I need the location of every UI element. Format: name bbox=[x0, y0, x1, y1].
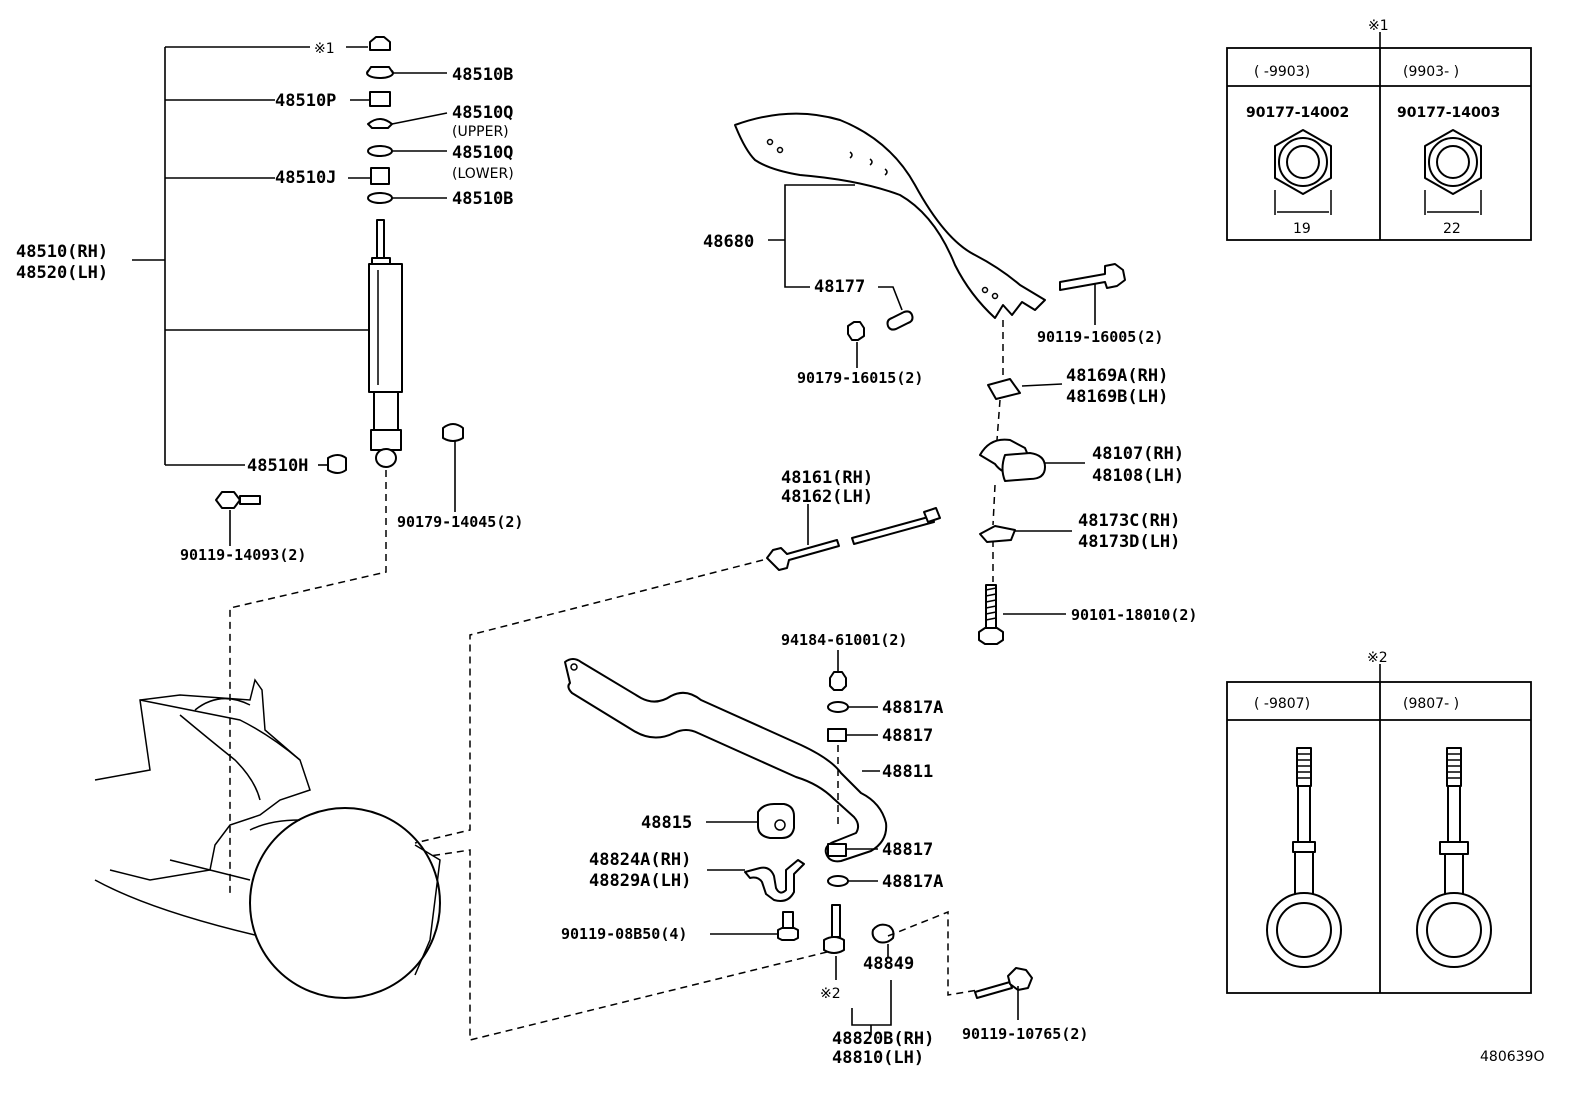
label-48510-rh: 48510(RH) bbox=[16, 242, 108, 262]
shock-absorber-group bbox=[132, 36, 464, 895]
note-1-marker: ※1 bbox=[314, 41, 335, 57]
table1-col2-range: (9903- ) bbox=[1403, 64, 1459, 80]
stabilizer-group bbox=[429, 650, 1033, 1041]
table1-col1-size: 19 bbox=[1293, 221, 1311, 237]
diagram-id: 480639O bbox=[1480, 1049, 1544, 1065]
table2-col1-range: ( -9807) bbox=[1254, 696, 1310, 712]
table1-col2-part: 90177-14003 bbox=[1397, 105, 1500, 121]
label-48173D: 48173D(LH) bbox=[1078, 532, 1180, 552]
label-48510Q-lower: 48510Q bbox=[452, 143, 513, 163]
label-48817-upper: 48817 bbox=[882, 726, 933, 746]
label-48510J: 48510J bbox=[275, 168, 336, 188]
label-48824A: 48824A(RH) bbox=[589, 850, 691, 870]
label-48849: 48849 bbox=[863, 954, 914, 974]
label-48169B: 48169B(LH) bbox=[1066, 387, 1168, 407]
label-90179-14045: 90179-14045(2) bbox=[397, 513, 523, 531]
table1-note: ※1 bbox=[1368, 18, 1389, 34]
label-90119-10765: 90119-10765(2) bbox=[962, 1025, 1088, 1043]
label-lower: (LOWER) bbox=[452, 166, 514, 182]
label-94184-61001: 94184-61001(2) bbox=[781, 631, 907, 649]
label-48108: 48108(LH) bbox=[1092, 466, 1184, 486]
label-upper: (UPPER) bbox=[452, 124, 509, 140]
label-90101-18010: 90101-18010(2) bbox=[1071, 606, 1197, 624]
table2-col2-range: (9807- ) bbox=[1403, 696, 1459, 712]
label-48173C: 48173C(RH) bbox=[1078, 511, 1180, 531]
label-48817A-upper: 48817A bbox=[882, 698, 943, 718]
tie-rod-48161-group bbox=[414, 504, 941, 844]
nut-variant-table bbox=[1226, 32, 1532, 241]
table2-note: ※2 bbox=[1367, 650, 1388, 666]
label-48520-lh: 48520(LH) bbox=[16, 263, 108, 283]
bracket-48680-group bbox=[734, 112, 1126, 645]
label-48161: 48161(RH) bbox=[781, 468, 873, 488]
label-48815: 48815 bbox=[641, 813, 692, 833]
label-48817A-lower: 48817A bbox=[882, 872, 943, 892]
axle-hub-sketch bbox=[94, 678, 441, 999]
label-48817-lower: 48817 bbox=[882, 840, 933, 860]
label-48510H: 48510H bbox=[247, 456, 308, 476]
label-48680: 48680 bbox=[703, 232, 754, 252]
table1-col1-part: 90177-14002 bbox=[1246, 105, 1349, 121]
label-48510P: 48510P bbox=[275, 91, 336, 111]
label-48811: 48811 bbox=[882, 762, 933, 782]
note-2-marker: ※2 bbox=[820, 986, 841, 1002]
label-48510Q-upper: 48510Q bbox=[452, 103, 513, 123]
label-48829A: 48829A(LH) bbox=[589, 871, 691, 891]
link-variant-table bbox=[1226, 664, 1532, 994]
label-48810: 48810(LH) bbox=[832, 1048, 924, 1068]
part-labels: ※1 48510B 48510P 48510Q (UPPER) 48510Q (… bbox=[16, 18, 1544, 1068]
label-48177: 48177 bbox=[814, 277, 865, 297]
label-48107: 48107(RH) bbox=[1092, 444, 1184, 464]
label-90119-16005: 90119-16005(2) bbox=[1037, 328, 1163, 346]
label-90119-08B50: 90119-08B50(4) bbox=[561, 925, 687, 943]
label-48169A: 48169A(RH) bbox=[1066, 366, 1168, 386]
label-48510B-lower: 48510B bbox=[452, 189, 513, 209]
label-48162: 48162(LH) bbox=[781, 487, 873, 507]
label-90119-14093: 90119-14093(2) bbox=[180, 546, 306, 564]
label-48510B-upper: 48510B bbox=[452, 65, 513, 85]
table1-col2-size: 22 bbox=[1443, 221, 1461, 237]
table1-col1-range: ( -9903) bbox=[1254, 64, 1310, 80]
label-48820B: 48820B(RH) bbox=[832, 1029, 934, 1049]
label-90179-16015: 90179-16015(2) bbox=[797, 369, 923, 387]
